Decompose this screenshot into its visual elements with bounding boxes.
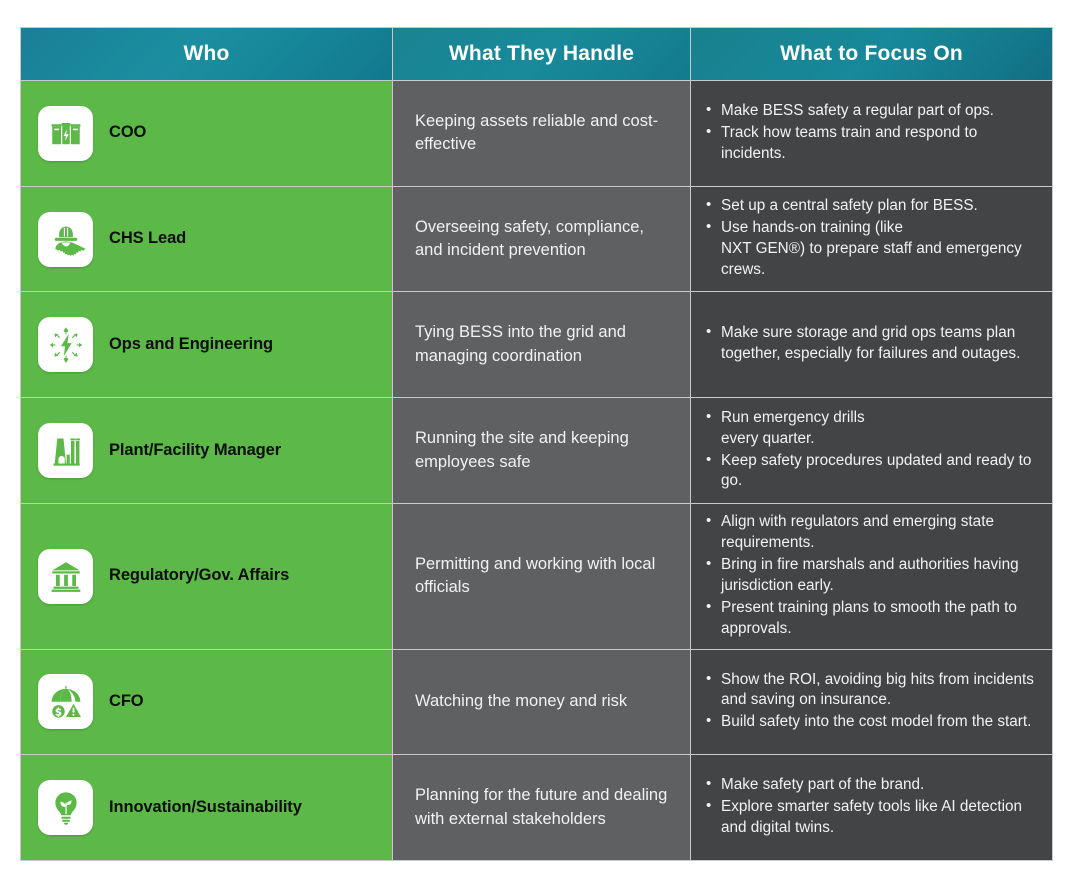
focus-list: Make safety part of the brand.Explore sm… xyxy=(705,774,1038,840)
focus-list-item: Build safety into the cost model from th… xyxy=(705,711,1038,733)
battery-cabinets-icon xyxy=(38,105,93,161)
table-row: Ops and Engineering Tying BESS into the g… xyxy=(21,292,1052,398)
focus-list-item: Make BESS safety a regular part of ops. xyxy=(705,100,1038,122)
handle-cell: Tying BESS into the grid and managing co… xyxy=(393,292,690,398)
table-row: CFO Watching the money and risk Show the R… xyxy=(21,649,1052,755)
role-label: Innovation/Sustainability xyxy=(109,797,302,816)
focus-list-item: Set up a central safety plan for BESS. xyxy=(705,195,1038,217)
focus-list: Run emergency drills every quarter.Keep … xyxy=(705,407,1038,494)
handle-text: Watching the money and risk xyxy=(415,692,628,711)
focus-list: Set up a central safety plan for BESS.Us… xyxy=(705,195,1038,282)
table-header-row: Who What They Handle What to Focus On xyxy=(21,28,1052,80)
column-header-who: Who xyxy=(21,28,392,80)
focus-cell: Align with regulators and emerging state… xyxy=(691,503,1052,649)
focus-list-item: Bring in fire marshals and authorities h… xyxy=(705,554,1038,597)
column-header-what-they-handle-label: What They Handle xyxy=(448,42,635,65)
handle-cell: Planning for the future and dealing with… xyxy=(393,755,690,861)
focus-list: Align with regulators and emerging state… xyxy=(705,511,1038,641)
handle-text: Keeping assets reliable and cost-effecti… xyxy=(415,111,659,154)
focus-list-item: Make safety part of the brand. xyxy=(705,774,1038,796)
hardhat-gear-icon xyxy=(38,211,93,267)
role-cell: Regulatory/Gov. Affairs xyxy=(21,503,392,649)
role-cell: Ops and Engineering xyxy=(21,292,392,398)
column-header-what-to-focus-on: What to Focus On xyxy=(691,28,1052,80)
role-label: CFO xyxy=(109,692,144,711)
focus-list: Make sure storage and grid ops teams pla… xyxy=(705,322,1038,366)
government-building-icon xyxy=(38,548,93,604)
focus-list: Show the ROI, avoiding big hits from inc… xyxy=(705,669,1038,735)
focus-list-item: Keep safety procedures updated and ready… xyxy=(705,450,1038,493)
role-cell: Innovation/Sustainability xyxy=(21,755,392,861)
role-label: Plant/Facility Manager xyxy=(109,440,282,459)
focus-list-item: Run emergency drills every quarter. xyxy=(705,407,1038,450)
focus-list: Make BESS safety a regular part of ops.T… xyxy=(705,100,1038,166)
table-row: CHS Lead Overseeing safety, compliance, a… xyxy=(21,186,1052,292)
role-label: Regulatory/Gov. Affairs xyxy=(109,566,290,585)
handle-text: Tying BESS into the grid and managing co… xyxy=(415,323,626,365)
focus-list-item: Show the ROI, avoiding big hits from inc… xyxy=(705,669,1038,712)
table-body: COO Keeping assets reliable and cost-effe… xyxy=(21,81,1052,861)
column-header-who-label: Who xyxy=(183,42,230,65)
grid-distribution-icon xyxy=(38,317,93,373)
focus-list-item: Explore smarter safety tools like AI det… xyxy=(705,796,1038,839)
handle-cell: Watching the money and risk xyxy=(393,649,690,755)
table-row: Innovation/Sustainability Planning for th… xyxy=(21,755,1052,861)
handle-text: Permitting and working with local offici… xyxy=(415,554,656,597)
focus-cell: Make sure storage and grid ops teams pla… xyxy=(691,292,1052,398)
column-header-what-to-focus-on-label: What to Focus On xyxy=(780,42,963,65)
role-label: Ops and Engineering xyxy=(109,334,274,353)
roles-responsibility-table: Who What They Handle What to Focus On CO… xyxy=(20,27,1053,861)
role-cell: CHS Lead xyxy=(21,186,392,292)
column-header-what-they-handle: What They Handle xyxy=(393,28,690,80)
table-row: Plant/Facility Manager Running the site a… xyxy=(21,398,1052,503)
handle-text: Overseeing safety, compliance, and incid… xyxy=(415,217,644,260)
role-label: CHS Lead xyxy=(109,229,187,248)
focus-list-item: Use hands-on training (like NXT GEN®) to… xyxy=(705,217,1038,281)
focus-cell: Show the ROI, avoiding big hits from inc… xyxy=(691,649,1052,755)
focus-list-item: Align with regulators and emerging state… xyxy=(705,511,1038,554)
role-cell: COO xyxy=(21,81,392,186)
lightbulb-leaf-icon xyxy=(38,780,93,836)
role-cell: Plant/Facility Manager xyxy=(21,398,392,503)
industrial-plant-icon xyxy=(38,423,93,479)
focus-list-item: Present training plans to smooth the pat… xyxy=(705,597,1038,640)
umbrella-risk-icon xyxy=(38,674,93,730)
handle-text: Running the site and keeping employees s… xyxy=(415,429,629,471)
handle-cell: Keeping assets reliable and cost-effecti… xyxy=(393,81,690,186)
role-label: COO xyxy=(109,123,147,142)
focus-cell: Make safety part of the brand.Explore sm… xyxy=(691,755,1052,861)
handle-text: Planning for the future and dealing with… xyxy=(415,786,668,828)
focus-cell: Make BESS safety a regular part of ops.T… xyxy=(691,81,1052,186)
table-row: Regulatory/Gov. Affairs Permitting and wo… xyxy=(21,503,1052,649)
handle-cell: Overseeing safety, compliance, and incid… xyxy=(393,186,690,292)
handle-cell: Permitting and working with local offici… xyxy=(393,503,690,649)
focus-cell: Run emergency drills every quarter.Keep … xyxy=(691,398,1052,503)
handle-cell: Running the site and keeping employees s… xyxy=(393,398,690,503)
role-cell: CFO xyxy=(21,649,392,755)
table-row: COO Keeping assets reliable and cost-effe… xyxy=(21,81,1052,186)
focus-list-item: Track how teams train and respond to inc… xyxy=(705,122,1038,165)
focus-list-item: Make sure storage and grid ops teams pla… xyxy=(705,322,1038,365)
focus-cell: Set up a central safety plan for BESS.Us… xyxy=(691,186,1052,292)
